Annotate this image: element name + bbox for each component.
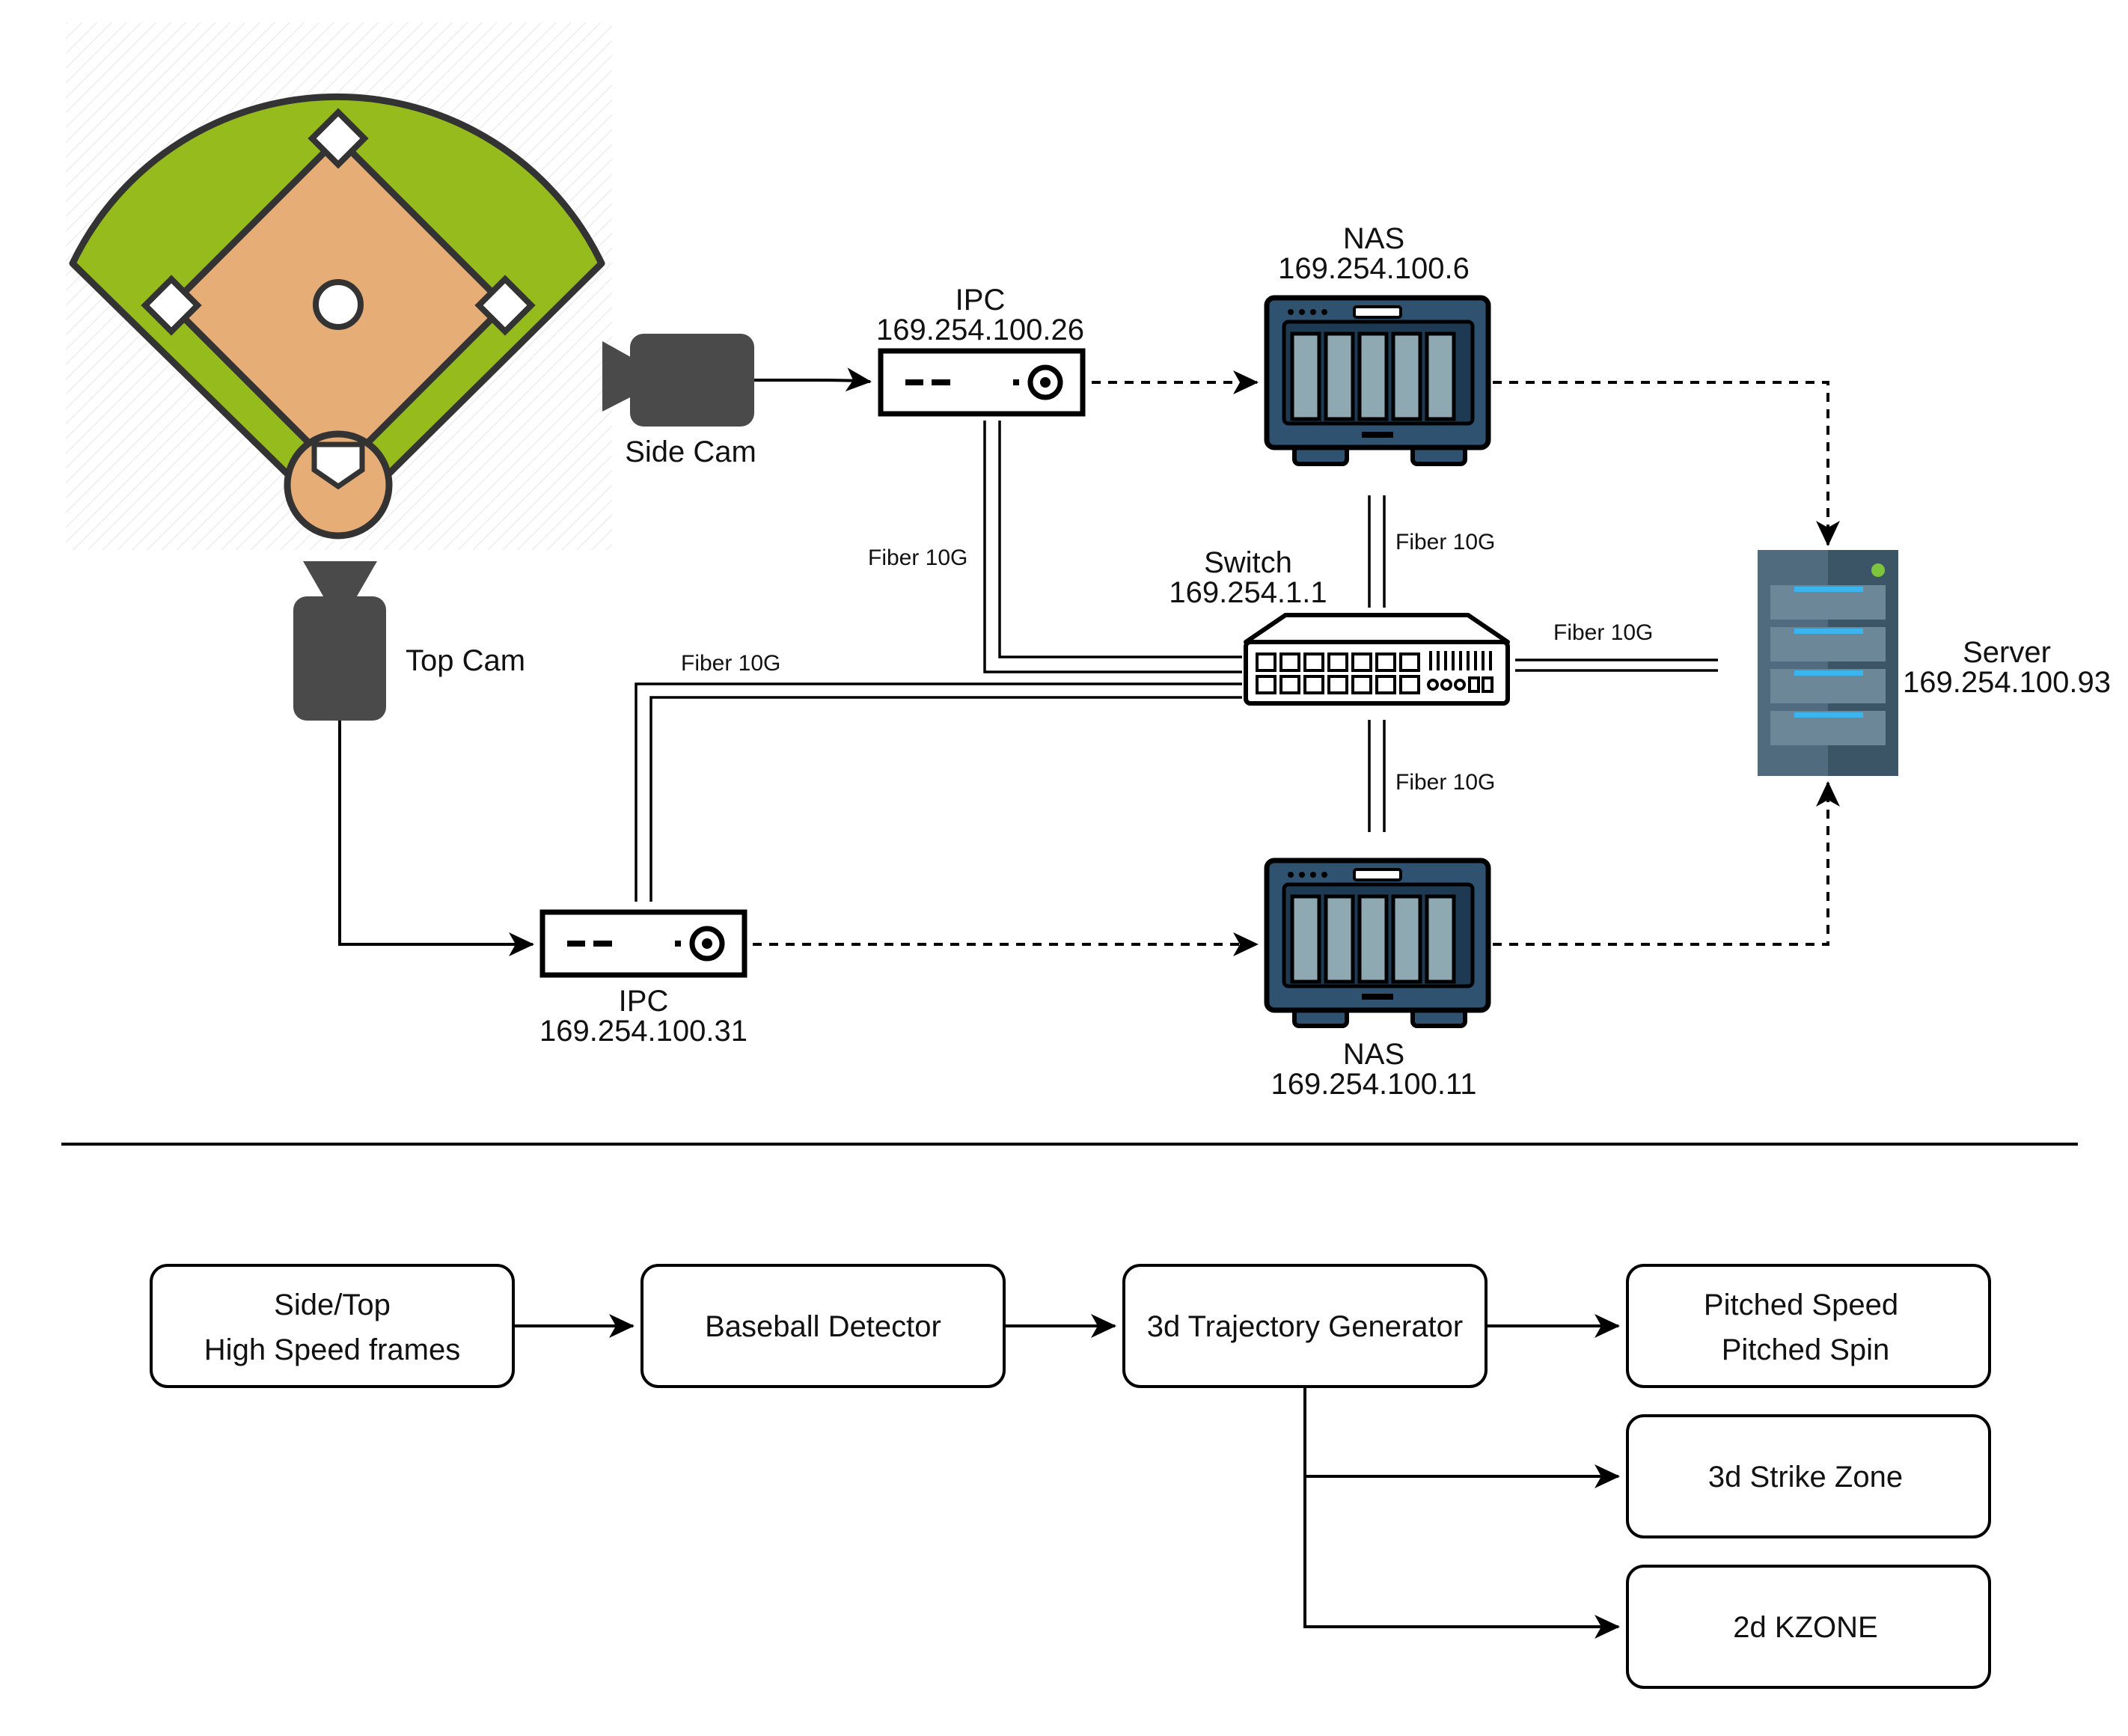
switch-name: Switch (1204, 546, 1292, 579)
pipeline-detector-label: Baseball Detector (705, 1310, 941, 1343)
side-cam-to-ipc-arrow (754, 367, 872, 392)
ipc-side-device (878, 348, 1086, 417)
pipeline-speed-label: Pitched Speed (1704, 1289, 1898, 1321)
side-cam-label: Side Cam (625, 435, 756, 468)
nas-top-icon (1264, 295, 1491, 466)
ipc-side-name: IPC (956, 284, 1006, 317)
switch-ip: 169.254.1.1 (1169, 576, 1327, 609)
pipeline-input-line2: High Speed frames (204, 1333, 460, 1366)
nas-top-ip: 169.254.100.6 (1278, 252, 1470, 285)
server-icon (1758, 550, 1898, 776)
server-ip: 169.254.100.93 (1903, 666, 2111, 699)
ipc-top-device (539, 909, 747, 978)
pipeline-box-speed-spin: Pitched Speed Pitched Spin (1626, 1264, 1991, 1388)
ipc-top-name: IPC (619, 985, 669, 1018)
top-cam-to-ipc-arrow (338, 721, 534, 956)
pipeline-arrows (513, 1314, 1620, 1639)
side-camera-icon (602, 334, 754, 427)
nas-bottom-ip: 169.254.100.11 (1271, 1068, 1476, 1101)
fiber-label-nas-top: Fiber 10G (1395, 530, 1495, 554)
pipeline-box-detector: Baseball Detector (640, 1264, 1006, 1388)
fiber-links (635, 421, 1718, 902)
pipeline-strike-zone-label: 3d Strike Zone (1708, 1461, 1903, 1494)
nas-top-name: NAS (1343, 222, 1404, 255)
nas-bottom-name: NAS (1343, 1038, 1404, 1071)
nas-top-to-server-arrow (1493, 381, 1840, 546)
fiber-label-ipc-side: Fiber 10G (868, 545, 967, 570)
pipeline-trajectory-label: 3d Trajectory Generator (1147, 1310, 1463, 1343)
pipeline-input-line1: Side/Top (274, 1289, 391, 1321)
pipeline-spin-label: Pitched Spin (1722, 1333, 1890, 1366)
nas-bottom-to-server-arrow (1493, 781, 1840, 946)
nas-bottom-icon (1264, 858, 1491, 1028)
pipeline-kzone-label: 2d KZONE (1733, 1611, 1877, 1644)
network-switch-icon (1244, 613, 1510, 706)
pipeline-box-strike-zone: 3d Strike Zone (1626, 1414, 1991, 1538)
fiber-label-nas-bottom: Fiber 10G (1395, 770, 1495, 795)
pipeline-box-trajectory: 3d Trajectory Generator (1122, 1264, 1488, 1388)
fiber-label-server: Fiber 10G (1553, 620, 1653, 645)
pipeline-box-input: Side/Top High Speed frames (150, 1264, 515, 1388)
top-camera-icon (293, 561, 386, 721)
top-cam-label: Top Cam (406, 644, 525, 677)
server-name: Server (1963, 636, 2051, 669)
ipc-top-ip: 169.254.100.31 (539, 1015, 747, 1048)
ipc-side-ip: 169.254.100.26 (876, 314, 1084, 346)
baseball-field-icon (66, 22, 612, 550)
pipeline-box-kzone: 2d KZONE (1626, 1565, 1991, 1689)
fiber-label-ipc-top: Fiber 10G (681, 651, 780, 676)
